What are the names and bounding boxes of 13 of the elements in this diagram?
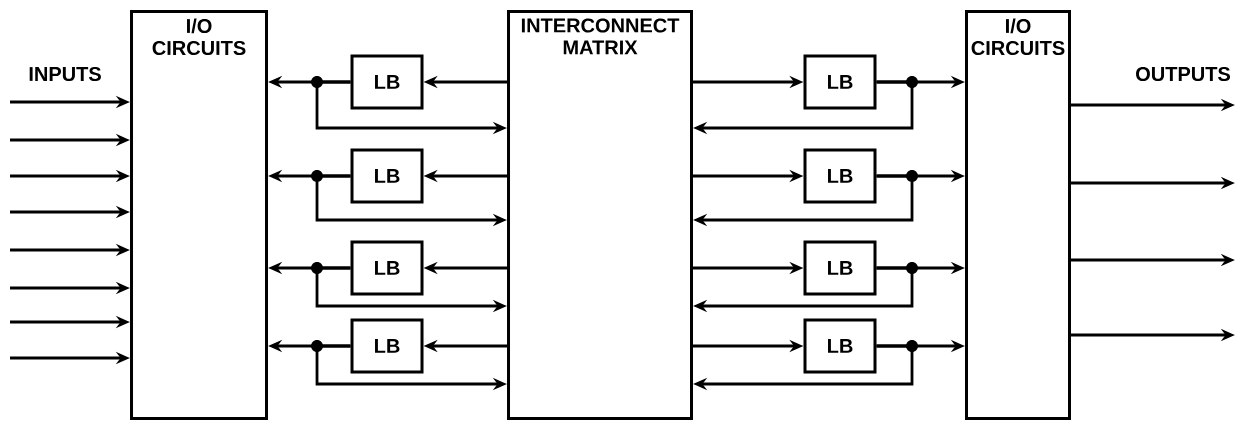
signal-label: INPUTS bbox=[29, 66, 101, 82]
block: INTERCONNECT MATRIX bbox=[507, 10, 693, 420]
logic-block: LB bbox=[803, 54, 877, 110]
signal-label: OUTPUTS bbox=[1136, 66, 1230, 82]
block: I/O CIRCUITS bbox=[130, 10, 268, 420]
block: I/O CIRCUITS bbox=[965, 10, 1071, 420]
logic-block: LB bbox=[803, 240, 877, 296]
logic-block: LB bbox=[350, 318, 424, 374]
logic-block: LB bbox=[803, 318, 877, 374]
logic-block: LB bbox=[350, 240, 424, 296]
logic-block: LB bbox=[803, 148, 877, 204]
logic-block: LB bbox=[350, 148, 424, 204]
logic-block: LB bbox=[350, 54, 424, 110]
